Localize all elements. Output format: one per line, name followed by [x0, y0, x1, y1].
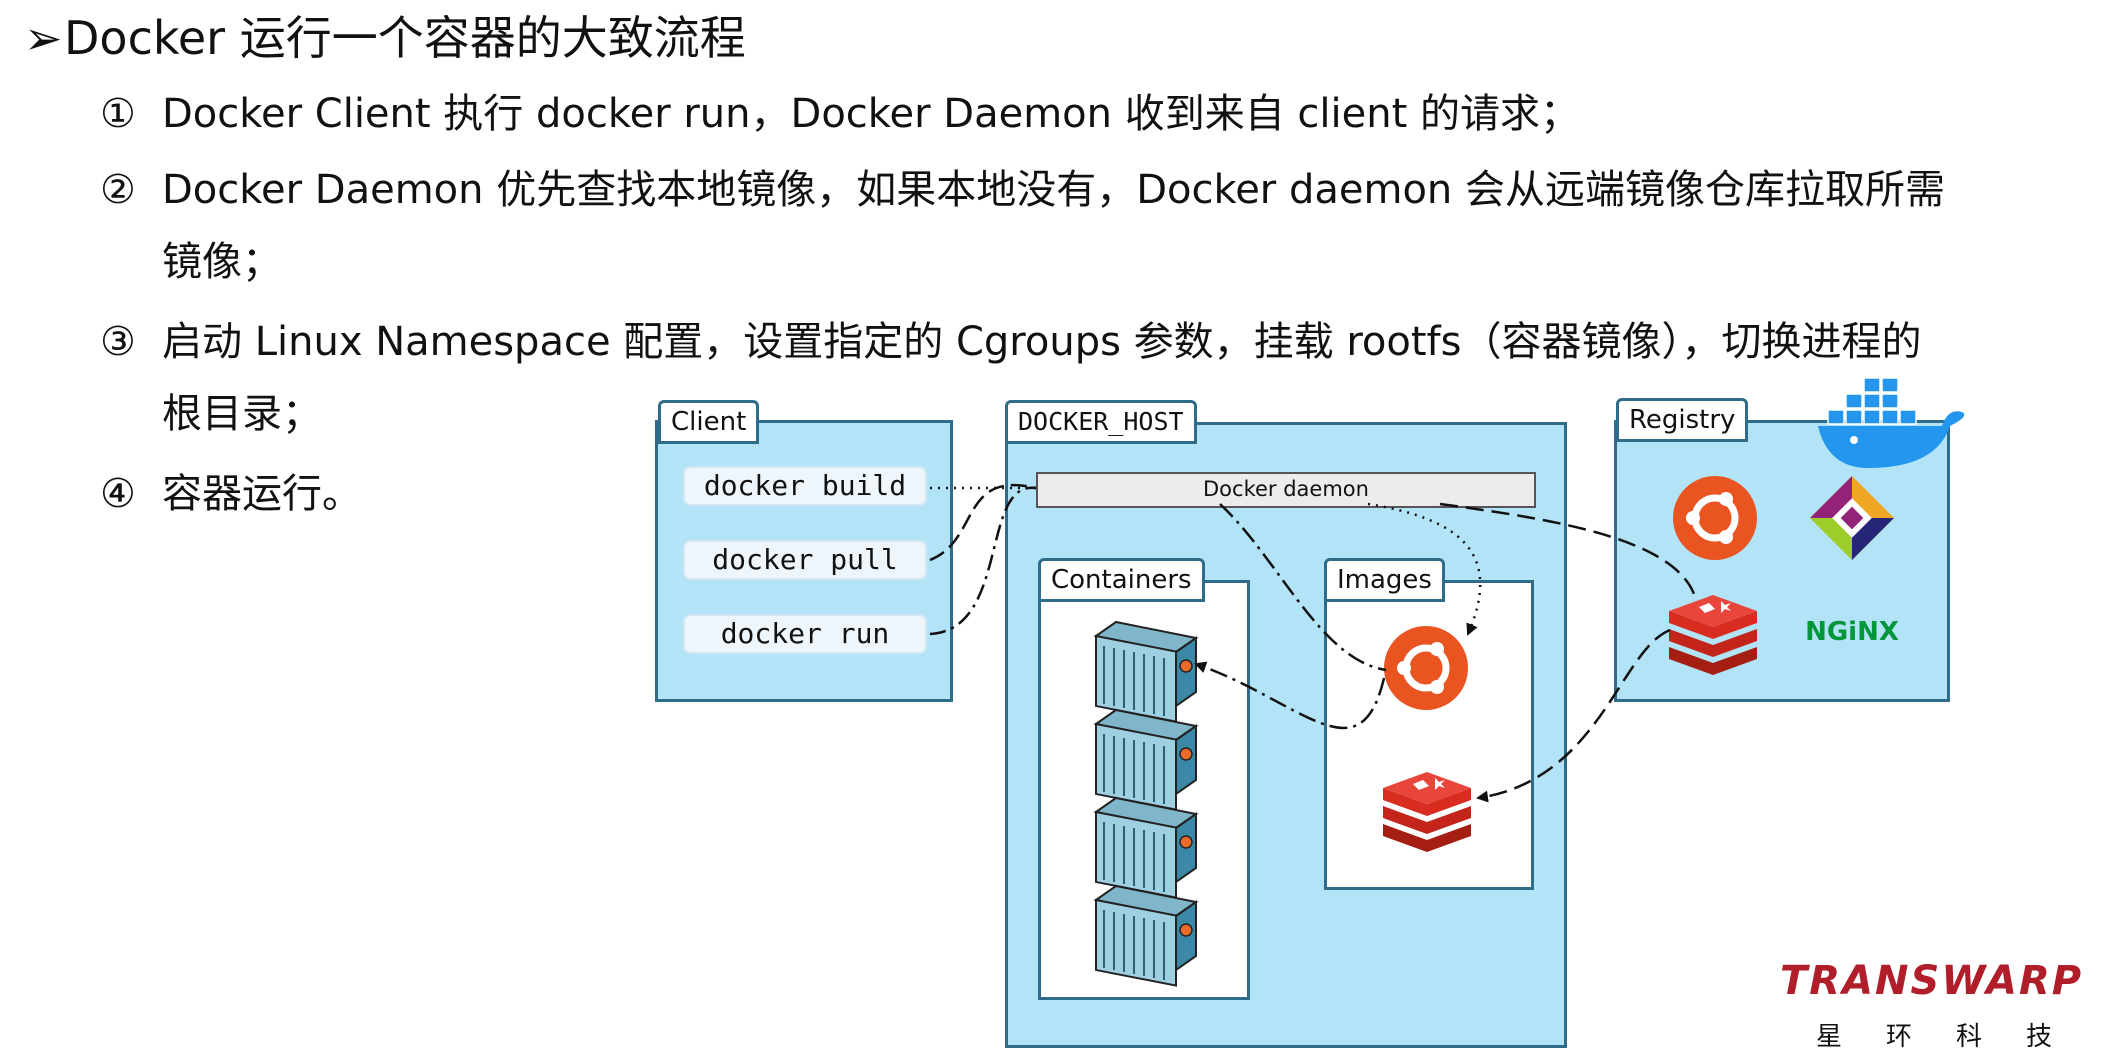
- centos-logo-icon: [1810, 476, 1894, 560]
- docker-build-command: docker build: [683, 466, 927, 506]
- step-number: ④: [100, 471, 136, 517]
- image-to-container: [1194, 661, 1386, 729]
- redis-image-icon: [1383, 772, 1471, 852]
- step-text: Docker Client 执行 docker run，Docker Daemo…: [162, 91, 1581, 137]
- container-icon: [1095, 885, 1197, 987]
- redis-logo-icon: [1669, 595, 1757, 675]
- registry-label: Registry: [1616, 398, 1749, 442]
- step-number: ①: [100, 91, 136, 137]
- run-connection: [929, 486, 1037, 636]
- docker-pull-command: docker pull: [683, 540, 927, 580]
- containers-label: Containers: [1038, 558, 1205, 602]
- step-number: ②: [100, 167, 136, 213]
- step-text-continued: 根目录；: [162, 391, 322, 437]
- ubuntu-image-icon: [1384, 626, 1468, 710]
- step-4: ④ 容器运行。: [100, 468, 362, 520]
- docker-run-command: docker run: [683, 614, 927, 654]
- container-icon: [1095, 797, 1197, 899]
- docker-host-label: DOCKER_HOST: [1005, 400, 1197, 444]
- ubuntu-logo-icon: [1673, 476, 1757, 560]
- transwarp-wordmark: TRANSWARP: [1780, 958, 2084, 1004]
- docker-daemon-bar: Docker daemon: [1036, 472, 1536, 508]
- daemon-to-registry: [1439, 502, 1698, 601]
- page-title: ➢Docker 运行一个容器的大致流程: [24, 10, 746, 66]
- transwarp-logo: TRANSWARP 星环科技: [1780, 958, 2090, 1058]
- step-1: ① Docker Client 执行 docker run，Docker Daem…: [100, 88, 1580, 140]
- container-icon: [1095, 709, 1197, 811]
- step-text: 容器运行。: [162, 471, 362, 517]
- step-text: Docker Daemon 优先查找本地镜像，如果本地没有，Docker dae…: [162, 167, 1945, 213]
- images-label: Images: [1324, 558, 1445, 602]
- container-icon: [1095, 621, 1197, 723]
- docker-whale-icon: [1818, 377, 1965, 468]
- daemon-to-image: [1367, 502, 1482, 636]
- step-text-continued: 镜像；: [162, 239, 282, 285]
- registry-to-image: [1476, 628, 1671, 803]
- step-2: ② Docker Daemon 优先查找本地镜像，如果本地没有，Docker da…: [100, 164, 1945, 288]
- title-text: Docker 运行一个容器的大致流程: [64, 11, 746, 65]
- step-3: ③ 启动 Linux Namespace 配置，设置指定的 Cgroups 参数，…: [100, 316, 1921, 440]
- daemon-to-container: [1219, 503, 1387, 672]
- bullet-arrow-icon: ➢: [24, 11, 63, 65]
- client-label: Client: [658, 400, 760, 444]
- step-text: 启动 Linux Namespace 配置，设置指定的 Cgroups 参数，挂…: [162, 319, 1922, 365]
- step-number: ③: [100, 319, 136, 365]
- nginx-logo-text: NGiNX: [1805, 617, 1899, 647]
- transwarp-cn-name: 星环科技: [1816, 1022, 2097, 1052]
- pull-connection: [929, 483, 1037, 562]
